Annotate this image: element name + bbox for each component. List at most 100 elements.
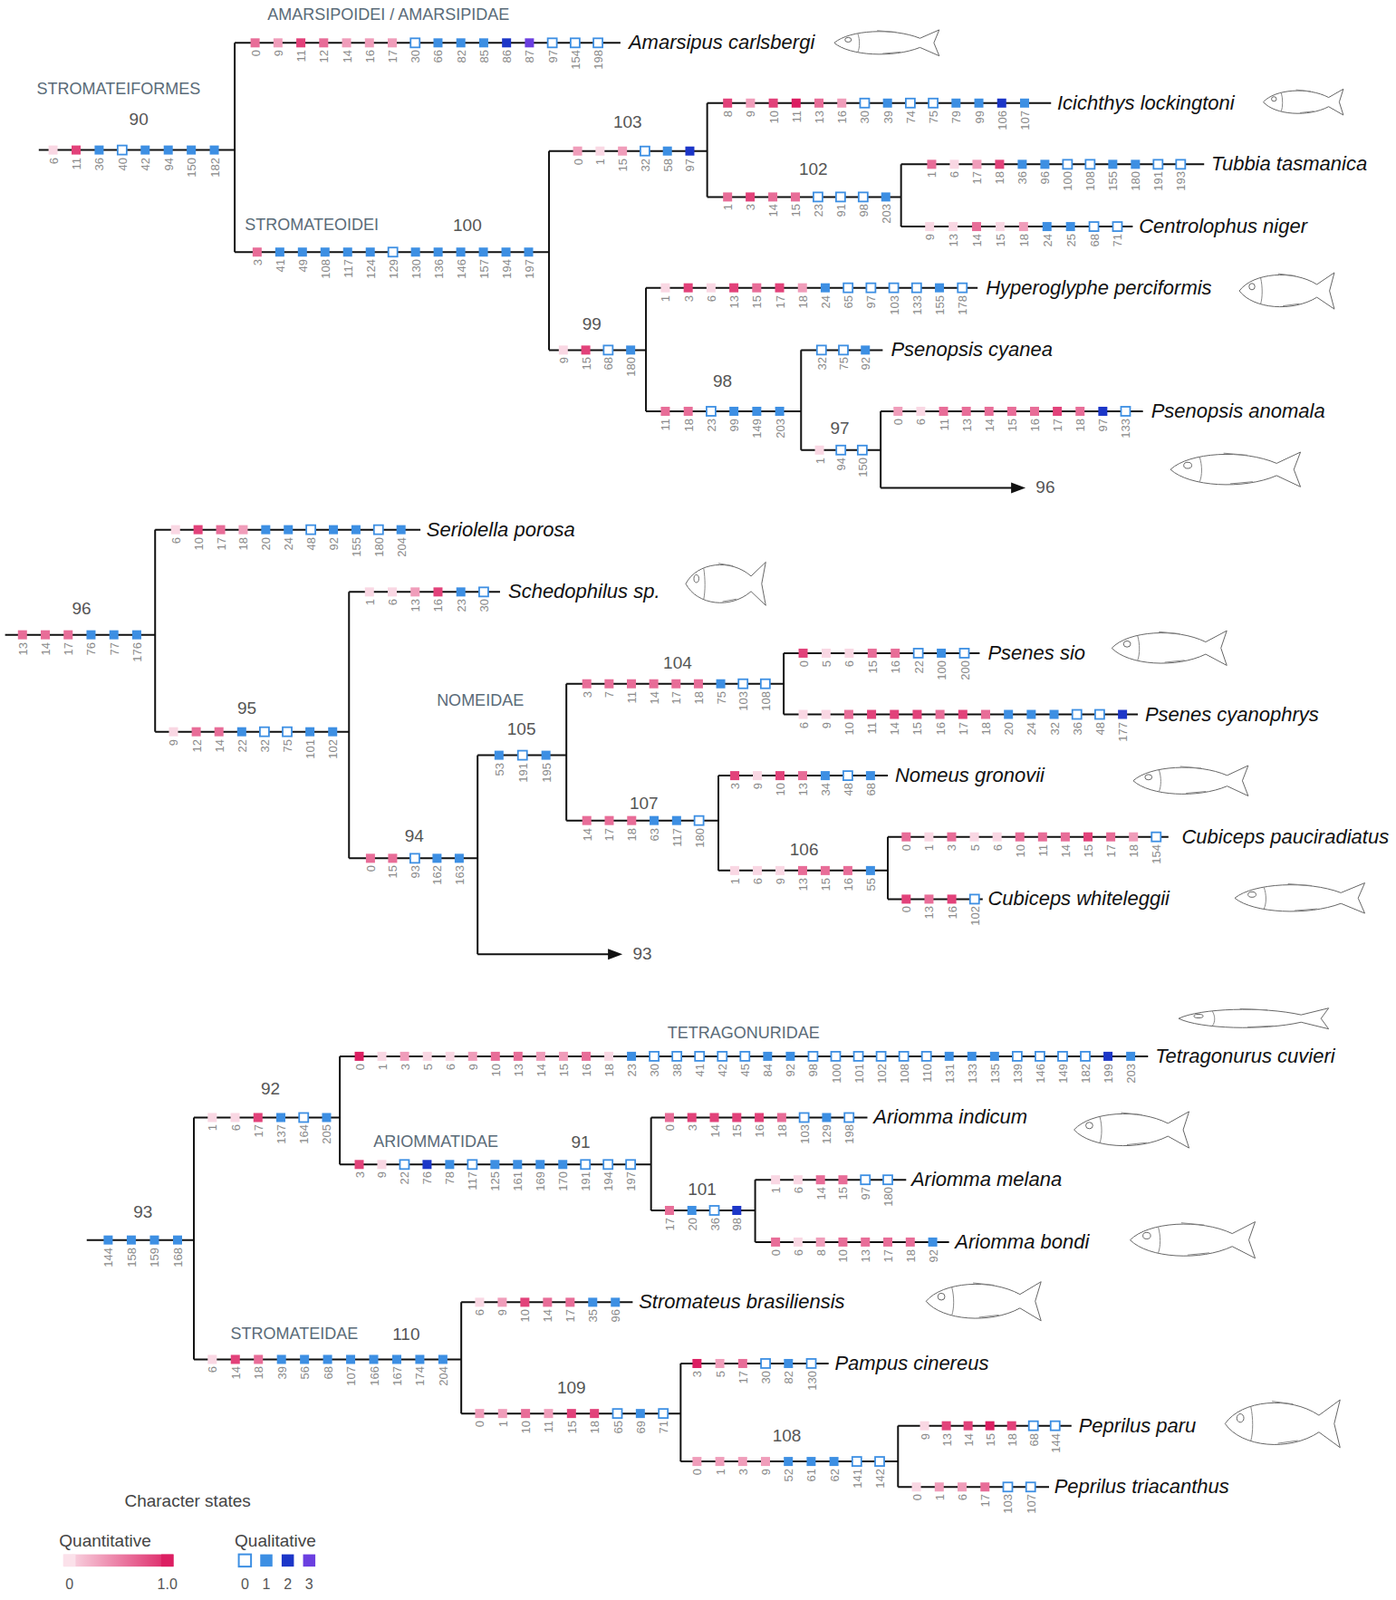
fish-fins <box>1199 452 1253 484</box>
fish-outline <box>685 561 766 606</box>
group-name: STROMATEIFORMES <box>37 80 202 99</box>
group-name: NOMEIDAE <box>436 692 524 711</box>
character-number: 102 <box>327 739 339 760</box>
character-number: 65 <box>842 295 855 309</box>
character-number: 36 <box>708 1217 721 1231</box>
character-number: 18 <box>237 537 250 550</box>
character-state-mark <box>519 1297 530 1307</box>
character-state-mark <box>479 587 489 597</box>
character-number: 97 <box>1097 418 1109 432</box>
character-state-mark <box>934 283 944 293</box>
character-state-mark <box>410 38 420 48</box>
character-state-mark <box>799 710 809 720</box>
character-state-mark <box>109 630 119 640</box>
character-number: 18 <box>904 1249 916 1262</box>
character-state-mark <box>936 648 946 658</box>
character-number: 9 <box>819 722 832 729</box>
clade-number: 108 <box>772 1425 802 1445</box>
taxon-name: Cubiceps whiteleggii <box>987 887 1170 910</box>
taxon-name: Pampus cinereus <box>834 1352 989 1375</box>
character-state-mark <box>603 1159 613 1169</box>
fish-drawing <box>925 1281 1041 1321</box>
character-state-mark <box>844 648 854 658</box>
character-state-mark <box>970 894 980 904</box>
character-state-mark <box>275 247 285 257</box>
character-state-mark <box>1075 406 1085 416</box>
character-number: 85 <box>477 49 490 63</box>
character-number: 194 <box>500 259 512 280</box>
character-state-mark <box>433 38 443 48</box>
character-number: 107 <box>345 1366 357 1387</box>
clade-number: 98 <box>712 372 732 392</box>
character-state-mark <box>710 1205 720 1215</box>
character-number: 17 <box>736 1370 749 1384</box>
character-number: 17 <box>670 691 683 704</box>
taxon-name: Tetragonurus cuvieri <box>1155 1045 1336 1068</box>
character-number: 102 <box>875 1063 887 1084</box>
character-state-mark <box>1020 98 1030 108</box>
character-state-mark <box>1038 832 1048 842</box>
character-number: 48 <box>841 782 854 796</box>
character-state-mark <box>399 1159 409 1169</box>
branch-line <box>192 1116 195 1359</box>
fish-drawing <box>1263 88 1344 116</box>
character-state-mark <box>820 866 830 876</box>
character-number: 161 <box>511 1171 524 1192</box>
character-state-mark <box>806 1456 816 1466</box>
fish-drawing <box>1224 1399 1340 1448</box>
character-number: 15 <box>993 233 1006 247</box>
character-number: 9 <box>918 1433 931 1440</box>
character-number: 97 <box>859 1186 872 1200</box>
character-state-mark <box>821 1112 831 1122</box>
fish-eye <box>1193 1013 1204 1018</box>
character-state-mark <box>901 894 911 904</box>
character-state-mark <box>807 1358 817 1368</box>
character-state-mark <box>942 1421 952 1431</box>
character-number: 78 <box>443 1171 456 1185</box>
character-state-mark <box>456 38 466 48</box>
character-number: 76 <box>421 1171 434 1185</box>
character-number: 12 <box>190 739 203 752</box>
character-number: 48 <box>305 537 318 550</box>
character-number: 203 <box>773 418 786 439</box>
character-number: 13 <box>859 1249 872 1262</box>
character-number: 157 <box>477 259 490 280</box>
taxon-name: Psenes sio <box>987 642 1086 665</box>
character-number: 10 <box>842 722 855 735</box>
character-state-mark <box>581 345 591 355</box>
character-number: 17 <box>1105 844 1117 857</box>
character-number: 180 <box>372 537 385 558</box>
character-number: 84 <box>761 1063 774 1077</box>
character-state-mark <box>214 727 224 737</box>
character-state-mark <box>565 1297 575 1307</box>
character-state-mark <box>793 1237 803 1247</box>
character-state-mark <box>501 247 511 257</box>
character-state-mark <box>783 1358 793 1368</box>
clade-number: 96 <box>72 599 92 619</box>
character-state-mark <box>901 832 911 842</box>
character-number: 3 <box>250 259 263 266</box>
character-state-mark <box>754 1112 764 1122</box>
character-state-mark <box>926 159 936 169</box>
character-number: 193 <box>1174 171 1187 192</box>
character-state-mark <box>542 1297 552 1307</box>
character-number: 99 <box>972 110 985 124</box>
character-number: 155 <box>1107 171 1119 192</box>
character-state-mark <box>71 145 81 155</box>
character-number: 38 <box>671 1063 684 1077</box>
character-number: 13 <box>728 295 741 309</box>
character-state-mark <box>905 98 915 108</box>
character-number: 10 <box>192 537 204 550</box>
arrow-head <box>1010 481 1026 493</box>
character-state-mark <box>974 98 984 108</box>
character-state-mark <box>660 406 670 416</box>
character-state-mark <box>497 1297 507 1307</box>
character-state-mark <box>995 221 1005 232</box>
character-state-mark <box>640 146 650 156</box>
character-number: 0 <box>797 660 809 667</box>
legend-heading: Qualitative <box>234 1531 317 1551</box>
character-state-mark <box>387 853 397 863</box>
character-state-mark <box>883 1237 893 1247</box>
group-name: STROMATEIDAE <box>231 1326 359 1345</box>
